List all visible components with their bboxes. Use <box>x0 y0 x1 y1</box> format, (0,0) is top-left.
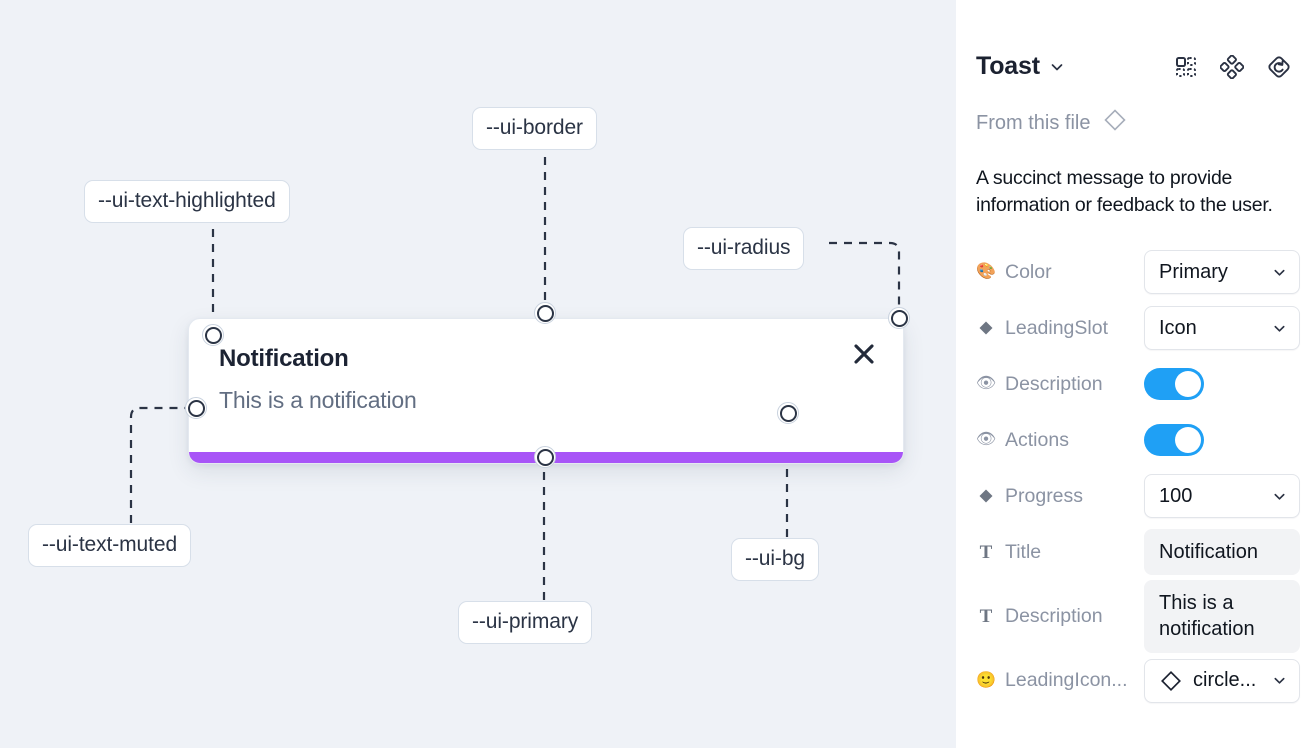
property-control: 100 <box>1144 474 1300 519</box>
property-name: Actions <box>1005 428 1069 451</box>
leadingicon-select[interactable]: circle... <box>1144 658 1300 703</box>
property-name: Progress <box>1005 484 1084 507</box>
actions-toggle[interactable] <box>1144 424 1204 457</box>
property-label-description-text: T Description <box>976 605 1144 628</box>
diamond-icon <box>1102 107 1128 139</box>
progress-select[interactable]: 100 <box>1144 474 1300 519</box>
property-row-title: T Title Notification <box>976 524 1300 580</box>
title-input-value: Notification <box>1159 540 1258 563</box>
progress-select-value: 100 <box>1159 484 1193 507</box>
diamond-icon <box>976 488 996 504</box>
property-name: Description <box>1005 604 1103 627</box>
property-control: This is a notification <box>1144 580 1300 653</box>
anchor-ui-radius[interactable] <box>888 307 910 329</box>
property-row-leadingicon: 🙂 LeadingIcon... circle... <box>976 653 1300 709</box>
palette-emoji-icon: 🎨 <box>976 263 996 281</box>
toast-title: Notification <box>219 345 349 372</box>
panel-header-actions <box>1174 54 1292 80</box>
color-select-value: Primary <box>1159 260 1228 283</box>
component-description: A succinct message to provide informatio… <box>976 167 1273 216</box>
token-chip-ui-primary[interactable]: --ui-primary <box>458 601 593 644</box>
diamond-icon <box>1159 669 1183 693</box>
property-control <box>1144 368 1292 401</box>
from-this-file-label: From this file <box>976 111 1091 134</box>
token-chip-ui-bg[interactable]: --ui-bg <box>731 538 819 581</box>
property-control: Icon <box>1144 306 1300 351</box>
anchor-ui-bg[interactable] <box>777 402 799 424</box>
property-label-color: 🎨 Color <box>976 261 1144 284</box>
chevron-down-icon <box>1272 265 1287 280</box>
close-icon[interactable] <box>851 341 877 367</box>
eye-emoji-icon: 👁 <box>976 375 997 393</box>
eye-emoji-icon: 👁 <box>976 431 997 449</box>
leadingslot-select-value: Icon <box>1159 316 1197 339</box>
component-set-icon[interactable] <box>1220 54 1244 79</box>
property-label-description: 👁 Description <box>976 373 1144 396</box>
property-control: circle... <box>1144 658 1300 703</box>
leadingicon-select-value: circle... <box>1193 669 1257 692</box>
title-input[interactable]: Notification <box>1144 528 1300 576</box>
property-label-leadingslot: LeadingSlot <box>976 317 1144 340</box>
color-select[interactable]: Primary <box>1144 250 1300 295</box>
property-row-actions-toggle: 👁 Actions <box>976 412 1292 468</box>
property-name: LeadingSlot <box>1005 316 1109 339</box>
anchor-ui-text-highlighted[interactable] <box>202 324 224 346</box>
smiley-emoji-icon: 🙂 <box>976 671 996 689</box>
text-icon: T <box>979 541 993 563</box>
property-row-description-toggle: 👁 Description <box>976 356 1292 412</box>
connector-ui-text-muted <box>129 406 187 523</box>
property-name: Description <box>1005 372 1103 395</box>
anchor-ui-text-muted[interactable] <box>185 397 207 419</box>
description-input-value: This is a notification <box>1159 592 1255 641</box>
property-name: Title <box>1005 540 1042 563</box>
panel-title: Toast <box>976 52 1040 80</box>
properties-panel: Toast <box>956 0 1312 748</box>
token-chip-ui-text-highlighted[interactable]: --ui-text-highlighted <box>84 180 290 223</box>
property-label-leadingicon: 🙂 LeadingIcon... <box>976 669 1144 692</box>
description-toggle[interactable] <box>1144 368 1204 401</box>
property-row-progress: Progress 100 <box>976 468 1300 524</box>
connector-ui-radius <box>829 241 901 309</box>
component-grid-icon[interactable] <box>1174 55 1198 79</box>
property-control <box>1144 424 1292 457</box>
diamond-icon <box>976 320 996 336</box>
property-name: Color <box>1005 260 1052 283</box>
toast-content: Notification This is a notification <box>189 319 903 414</box>
property-name: LeadingIcon... <box>1005 669 1128 692</box>
chevron-down-icon <box>1272 673 1287 688</box>
toast-preview-card[interactable]: Notification This is a notification <box>188 318 904 464</box>
description-input[interactable]: This is a notification <box>1144 580 1300 653</box>
token-chip-ui-border[interactable]: --ui-border <box>472 107 597 150</box>
from-this-file-row[interactable]: From this file <box>976 107 1292 139</box>
property-label-actions: 👁 Actions <box>976 429 1144 452</box>
property-row-description-text: T Description This is a notification <box>976 580 1300 653</box>
property-label-title: T Title <box>976 541 1144 564</box>
leadingslot-select[interactable]: Icon <box>1144 306 1300 351</box>
property-label-progress: Progress <box>976 485 1144 508</box>
property-list: 🎨 Color Primary <box>976 244 1300 709</box>
design-canvas[interactable]: Notification This is a notification --ui… <box>0 0 956 748</box>
text-icon: T <box>979 605 993 627</box>
token-chip-ui-radius[interactable]: --ui-radius <box>683 227 805 270</box>
toast-description: This is a notification <box>219 387 417 413</box>
property-row-color: 🎨 Color Primary <box>976 244 1300 300</box>
chevron-down-icon[interactable] <box>1049 59 1065 75</box>
token-chip-ui-text-muted[interactable]: --ui-text-muted <box>28 524 192 567</box>
property-row-leadingslot: LeadingSlot Icon <box>976 300 1300 356</box>
chevron-down-icon <box>1272 489 1287 504</box>
panel-header: Toast <box>976 0 1292 81</box>
property-control: Notification <box>1144 528 1300 576</box>
chevron-down-icon <box>1272 321 1287 336</box>
anchor-ui-primary[interactable] <box>534 446 556 468</box>
anchor-ui-border[interactable] <box>534 302 556 324</box>
property-control: Primary <box>1144 250 1300 295</box>
reset-instance-icon[interactable] <box>1266 54 1292 80</box>
